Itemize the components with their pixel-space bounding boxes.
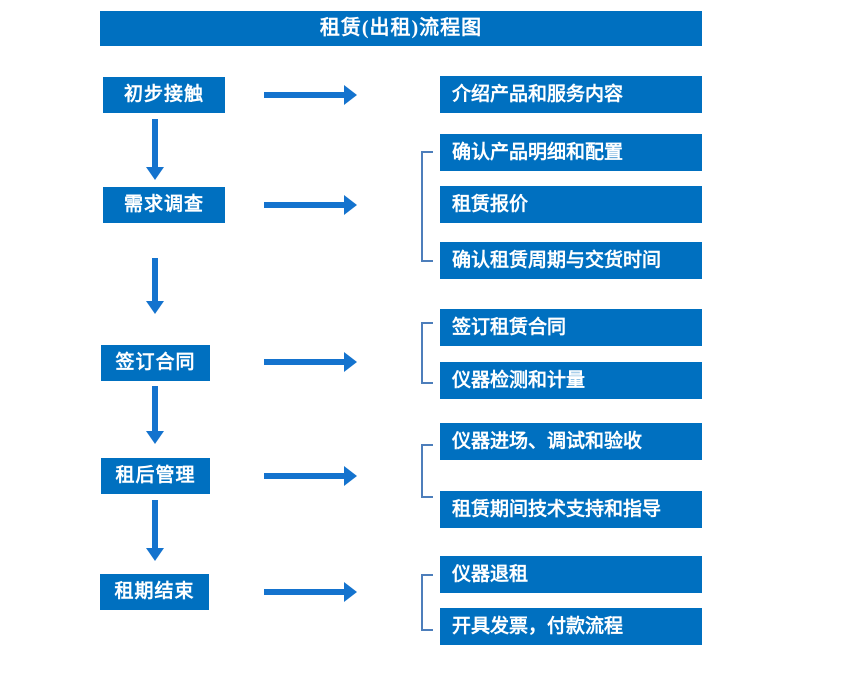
arrow-head [344, 352, 357, 372]
detail-box-rental-quote: 租赁报价 [440, 186, 702, 223]
detail-box-instrument-testing: 仪器检测和计量 [440, 362, 702, 399]
arrow-head [344, 582, 357, 602]
arrow-head [146, 431, 164, 444]
group-bracket-post-rental [421, 444, 433, 498]
group-bracket-demand-survey [421, 151, 433, 262]
arrow-down-icon [146, 500, 164, 561]
arrow-head [146, 548, 164, 561]
arrow-head [344, 195, 357, 215]
stage-box-post-rental-management: 租后管理 [101, 458, 210, 494]
arrow-shaft [152, 386, 158, 431]
arrow-right-icon [264, 195, 357, 215]
stage-box-demand-survey: 需求调查 [103, 187, 225, 223]
group-bracket-rental-end [421, 574, 433, 631]
detail-box-rental-tech-support: 租赁期间技术支持和指导 [440, 491, 702, 528]
arrow-head [344, 466, 357, 486]
arrow-right-icon [264, 85, 357, 105]
stage-box-rental-end: 租期结束 [100, 574, 209, 610]
arrow-shaft [264, 473, 344, 479]
detail-box-instrument-setup-acceptance: 仪器进场、调试和验收 [440, 423, 702, 460]
arrow-shaft [152, 258, 158, 301]
stage-box-sign-contract: 签订合同 [101, 345, 210, 381]
detail-box-confirm-product-details: 确认产品明细和配置 [440, 134, 702, 171]
arrow-right-icon [264, 352, 357, 372]
arrow-shaft [264, 202, 344, 208]
arrow-down-icon [146, 258, 164, 314]
arrow-right-icon [264, 582, 357, 602]
detail-box-sign-rental-contract: 签订租赁合同 [440, 309, 702, 346]
stage-box-initial-contact: 初步接触 [103, 77, 225, 113]
arrow-head [146, 301, 164, 314]
arrow-head [146, 167, 164, 180]
detail-box-instrument-return: 仪器退租 [440, 556, 702, 593]
arrow-down-icon [146, 386, 164, 444]
detail-box-introduce-products: 介绍产品和服务内容 [440, 76, 702, 113]
arrow-shaft [152, 119, 158, 167]
detail-box-invoice-payment: 开具发票，付款流程 [440, 608, 702, 645]
arrow-shaft [264, 92, 344, 98]
arrow-right-icon [264, 466, 357, 486]
arrow-head [344, 85, 357, 105]
arrow-shaft [152, 500, 158, 548]
group-bracket-sign-contract [421, 322, 433, 384]
detail-box-confirm-rental-period: 确认租赁周期与交货时间 [440, 242, 702, 279]
arrow-shaft [264, 589, 344, 595]
arrow-shaft [264, 359, 344, 365]
diagram-title: 租赁(出租)流程图 [100, 11, 702, 46]
arrow-down-icon [146, 119, 164, 180]
